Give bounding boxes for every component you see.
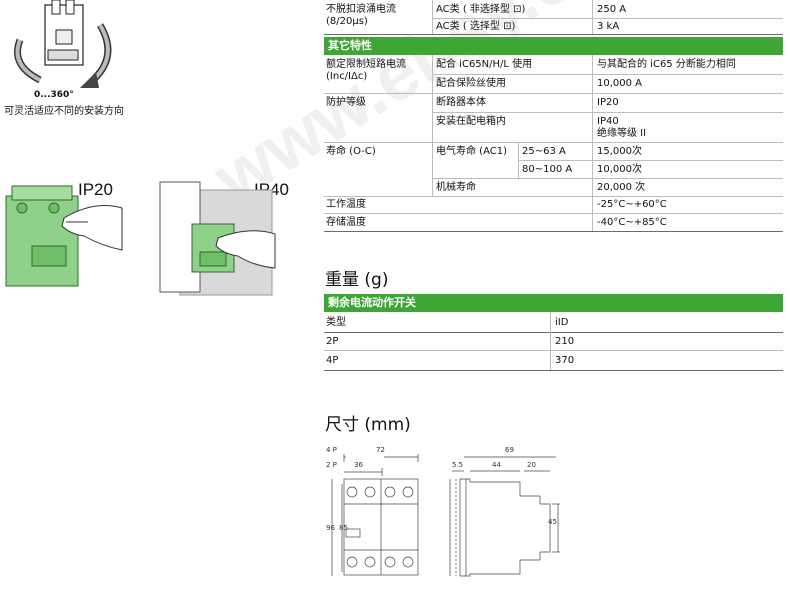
ip20-label: IP20 [78, 180, 113, 199]
row-inc-label: 额定限制短路电流 [326, 59, 406, 70]
row-inc-val: 与其配合的 iC65 分断能力相同 [597, 59, 736, 70]
row-life-val-1: 15,000次 [597, 146, 642, 157]
surge-val-2: 3 kA [597, 21, 620, 32]
rotation-label: 0...360° [34, 90, 74, 100]
row-optemp-val: -25°C~+60°C [597, 199, 667, 210]
surge-label-2: (8/20μs) [326, 16, 368, 27]
ip20-device-illustration [4, 178, 124, 288]
row-sttemp-val: -40°C~+85°C [597, 217, 667, 228]
row-life-label: 寿命 (O-C) [326, 146, 376, 157]
row-ip40-cond: 安装在配电箱内 [436, 116, 506, 127]
dim-height-96: 96 [326, 524, 335, 532]
row-fuse-cond: 配合保险丝使用 [436, 78, 506, 89]
row-ip-cond: 断路器本体 [436, 97, 486, 108]
ip40-device-illustration [150, 180, 290, 300]
weight-row-4p-type: 4P [326, 355, 339, 366]
row-life-sub-2: 80~100 A [522, 164, 573, 175]
row-ip-label: 防护等级 [326, 97, 366, 108]
dim-4p-label: 4 P [326, 446, 337, 454]
row-sttemp-label: 存储温度 [326, 217, 366, 228]
weight-row-2p-type: 2P [326, 336, 339, 347]
row-life-cond: 电气寿命 (AC1) [436, 146, 507, 157]
weight-bar-title: 剩余电流动作开关 [324, 294, 783, 312]
front-view-drawing [324, 444, 424, 584]
row-life-val-2: 10,000次 [597, 164, 642, 175]
weight-heading: 重量 (g) [325, 270, 389, 290]
dim-20: 20 [527, 461, 536, 469]
row-inc-label-2: (Inc/IΔc) [326, 71, 368, 82]
rotation-illustration [0, 0, 130, 100]
dim-depth-69: 69 [505, 446, 514, 454]
dim-height-85: 85 [339, 524, 348, 532]
dim-side-45: 45 [548, 518, 557, 526]
dim-44: 44 [492, 461, 501, 469]
row-ip40-val: IP40 [597, 116, 619, 127]
weight-col-type: 类型 [326, 317, 346, 328]
dim-5-5: 5.5 [452, 461, 464, 469]
row-life-sub-1: 25~63 A [522, 146, 566, 157]
row-mech-val: 20,000 次 [597, 182, 646, 193]
row-fuse-val: 10,000 A [597, 78, 643, 89]
surge-cond-2: AC类 ( 选择型 ⊡) [436, 21, 516, 32]
side-view-drawing [440, 444, 570, 584]
dim-2p-width: 36 [354, 461, 363, 469]
other-section-title: 其它特性 [324, 37, 783, 55]
weight-row-4p-val: 370 [555, 355, 575, 366]
dim-4p-width: 72 [376, 446, 385, 454]
weight-col-iid: iID [555, 317, 569, 328]
dimensions-heading: 尺寸 (mm) [325, 415, 411, 435]
surge-cond-1: AC类 ( 非选择型 ⊡) [436, 4, 526, 15]
surge-label: 不脱扣浪涌电流 [326, 4, 396, 15]
weight-row-2p-val: 210 [555, 336, 575, 347]
surge-val-1: 250 A [597, 4, 627, 15]
dim-2p-label: 2 P [326, 461, 337, 469]
row-ip40-val-2: 绝缘等级 II [597, 128, 647, 139]
row-ip-val: IP20 [597, 97, 619, 108]
row-optemp-label: 工作温度 [326, 199, 366, 210]
rotation-caption: 可灵活适应不同的安装方向 [4, 106, 124, 117]
row-inc-cond: 配合 iC65N/H/L 使用 [436, 59, 533, 70]
row-mech-cond: 机械寿命 [436, 182, 476, 193]
